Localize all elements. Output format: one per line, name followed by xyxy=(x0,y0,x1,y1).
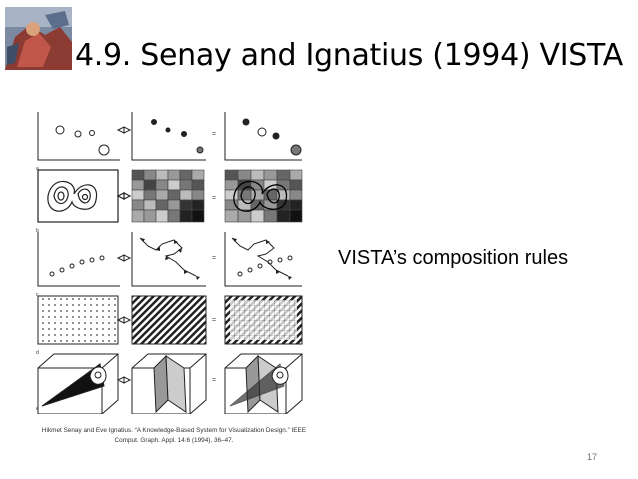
svg-text:=: = xyxy=(212,317,216,324)
slide-title: 4.9. Senay and Ignatius (1994) VISTA xyxy=(75,38,623,73)
logo-image xyxy=(5,7,72,70)
svg-text:=: = xyxy=(212,255,216,262)
svg-text:=: = xyxy=(212,377,216,384)
figure-citation: Hikmet Senay and Eve Ignatius. “A Knowle… xyxy=(36,426,312,446)
row-label-c: c xyxy=(36,292,39,298)
row-label-b: b xyxy=(36,228,39,234)
row-label-e: e xyxy=(36,406,39,412)
svg-text:=: = xyxy=(212,131,216,138)
page-number: 17 xyxy=(587,452,598,462)
citation-line-2: Comput. Graph. Appl. 14:6 (1994), 36–47. xyxy=(114,437,234,444)
citation-line-1: Hikmet Senay and Eve Ignatius. “A Knowle… xyxy=(41,427,307,434)
vista-composition-figure: = a xyxy=(34,110,308,415)
svg-text:=: = xyxy=(212,195,216,202)
row-label-a: a xyxy=(36,166,39,172)
composition-rules-label: VISTA’s composition rules xyxy=(338,247,569,269)
row-label-d: d xyxy=(36,350,39,356)
